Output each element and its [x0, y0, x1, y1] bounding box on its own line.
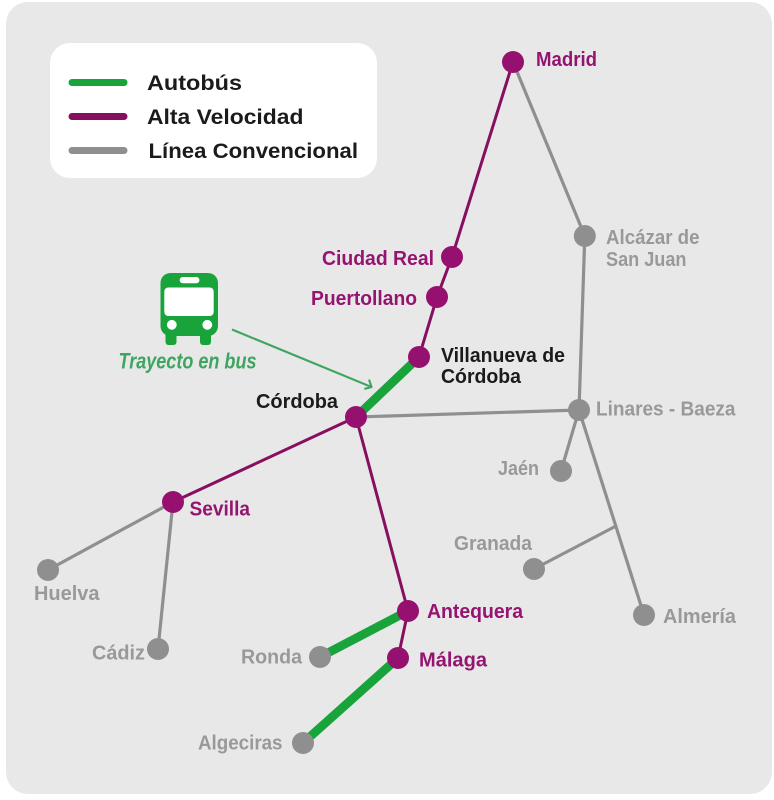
svg-text:Córdoba: Córdoba — [256, 391, 339, 413]
svg-text:Puertollano: Puertollano — [311, 288, 417, 310]
svg-text:Linares - Baeza: Linares - Baeza — [596, 399, 736, 421]
svg-text:Trayecto en bus: Trayecto en bus — [119, 349, 257, 374]
svg-text:Línea Convencional: Línea Convencional — [149, 140, 359, 163]
svg-text:Antequera: Antequera — [427, 601, 524, 623]
svg-text:Córdoba: Córdoba — [441, 366, 522, 388]
svg-text:Granada: Granada — [454, 533, 533, 555]
svg-text:Algeciras: Algeciras — [198, 733, 283, 755]
svg-text:Villanueva de: Villanueva de — [441, 345, 565, 367]
svg-text:San Juan: San Juan — [606, 249, 687, 271]
svg-text:Huelva: Huelva — [34, 583, 100, 605]
svg-text:Almería: Almería — [663, 606, 737, 628]
svg-text:Ciudad Real: Ciudad Real — [322, 248, 434, 270]
svg-text:Autobús: Autobús — [147, 72, 242, 95]
svg-text:Alta Velocidad: Alta Velocidad — [147, 106, 304, 129]
svg-text:Ronda: Ronda — [241, 647, 303, 669]
svg-text:Cádiz: Cádiz — [92, 643, 145, 665]
svg-text:Alcázar de: Alcázar de — [606, 227, 700, 249]
svg-text:Sevilla: Sevilla — [190, 499, 251, 521]
svg-text:Madrid: Madrid — [536, 49, 597, 71]
svg-text:Málaga: Málaga — [419, 650, 488, 672]
svg-text:Jaén: Jaén — [498, 458, 539, 480]
